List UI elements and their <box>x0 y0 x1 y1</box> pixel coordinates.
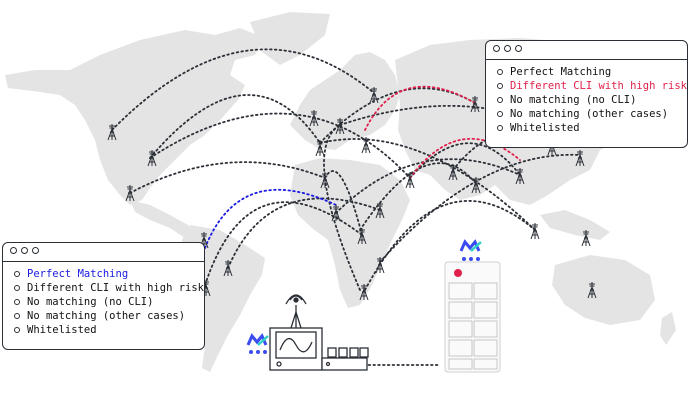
brand-logo-icon <box>459 239 482 261</box>
legend-item-perfect-matching: Perfect Matching <box>494 65 687 79</box>
route <box>149 112 411 179</box>
legend-panel-left: Perfect Matching Different CLI with high… <box>2 242 205 350</box>
window-dot-icon <box>21 247 28 254</box>
legend-item-perfect-matching: Perfect Matching <box>11 267 204 281</box>
window-dot-icon <box>515 45 522 52</box>
brand-logo-icon <box>246 333 269 354</box>
route <box>227 197 381 269</box>
route <box>359 162 478 231</box>
perfect-match-routes <box>204 188 337 249</box>
route <box>149 94 321 159</box>
route <box>319 138 536 231</box>
australia <box>552 255 655 325</box>
route <box>129 161 326 194</box>
new-zealand <box>660 312 676 345</box>
legend-item-different-cli: Different CLI with high risk <box>494 79 687 93</box>
route <box>379 153 581 263</box>
greenland <box>250 12 330 65</box>
legend-item-no-matching-other: No matching (other cases) <box>11 309 204 323</box>
window-dot-icon <box>32 247 39 254</box>
window-dot-icon <box>10 247 17 254</box>
window-dot-icon <box>493 45 500 52</box>
route-high-risk <box>409 138 521 179</box>
route <box>364 200 536 291</box>
africa <box>290 158 410 308</box>
legend-panel-right: Perfect Matching Different CLI with high… <box>485 40 688 148</box>
legend-item-no-matching-no-cli: No matching (no CLI) <box>494 93 687 107</box>
legend-item-whitelisted: Whitelisted <box>11 323 204 337</box>
legend-item-different-cli: Different CLI with high risk <box>11 281 204 295</box>
legend-item-no-matching-no-cli: No matching (no CLI) <box>11 295 204 309</box>
central-america <box>130 200 195 238</box>
window-dot-icon <box>504 45 511 52</box>
smartphone-icon <box>444 261 501 373</box>
legend-list: Perfect Matching Different CLI with high… <box>486 60 687 135</box>
cell-tower-icon <box>361 136 371 154</box>
route <box>324 170 363 236</box>
window-title-bar <box>3 243 204 262</box>
cell-tower-icon <box>530 222 540 240</box>
europe <box>290 52 400 150</box>
cell-tower-icon <box>581 229 591 247</box>
route <box>111 48 375 131</box>
route-perfect-match <box>204 188 337 249</box>
legend-list: Perfect Matching Different CLI with high… <box>3 262 204 337</box>
north-america <box>5 28 265 205</box>
operator-equipment-icon <box>269 294 369 371</box>
legend-item-whitelisted: Whitelisted <box>494 121 687 135</box>
legend-item-no-matching-other: No matching (other cases) <box>494 107 687 121</box>
high-risk-routes <box>364 85 521 179</box>
route-high-risk <box>364 85 476 131</box>
cell-tower-icon <box>405 171 415 189</box>
route <box>409 142 521 179</box>
window-title-bar <box>486 41 687 60</box>
route <box>204 201 363 286</box>
southeast-asia <box>540 210 610 240</box>
